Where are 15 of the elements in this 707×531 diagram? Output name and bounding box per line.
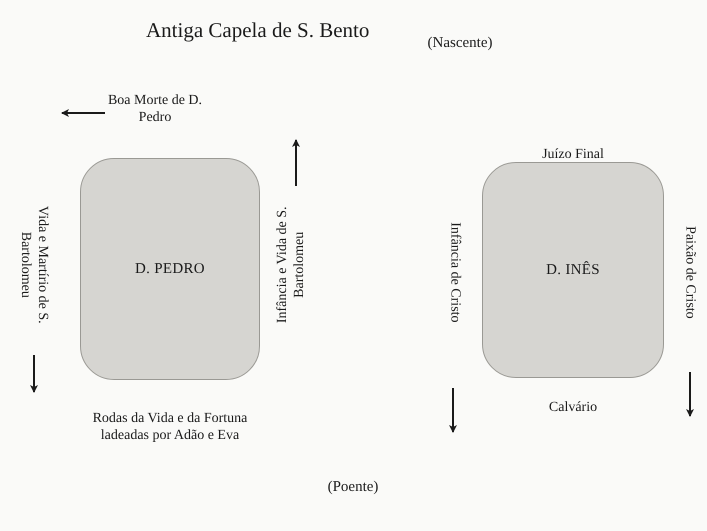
panel-caption: Rodas da Vida e da Fortuna ladeadas por Adão e Eva	[92, 411, 248, 445]
panel-caption: Paixão de Cristo	[681, 224, 698, 320]
panel-caption: Juízo Final	[541, 146, 605, 164]
direction-label: (Nascente)	[426, 34, 494, 52]
panel-caption: Infância de Cristo	[446, 220, 462, 324]
panel-caption: Infância e Vida de S. Bartolomeu	[275, 205, 308, 326]
tomb-box	[482, 162, 664, 378]
tomb-name: D. PEDRO	[135, 260, 205, 278]
tomb-name: D. INÊS	[546, 262, 600, 278]
tomb-box	[80, 158, 260, 380]
direction-label: (Poente)	[326, 478, 380, 496]
panel-caption: Calvário	[548, 400, 598, 416]
panel-caption: Vida e Martírio de S. Bartolomeu	[17, 204, 50, 326]
title: Antiga Capela de S. Bento	[146, 18, 370, 42]
panel-caption: Boa Morte de D. Pedro	[106, 93, 204, 127]
